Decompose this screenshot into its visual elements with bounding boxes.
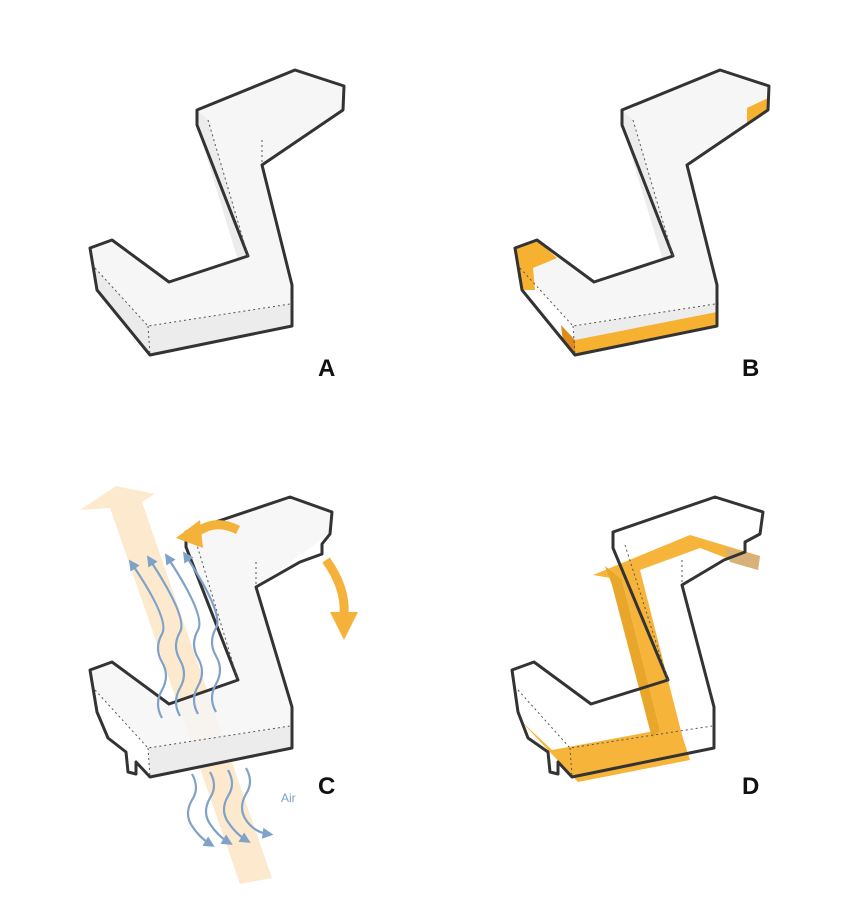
building-outline <box>88 68 346 357</box>
panel-a-building <box>88 68 346 357</box>
building-hidden-edges <box>94 119 291 356</box>
rotate-down-arrow <box>322 557 349 615</box>
building-side-wall <box>90 248 150 355</box>
panel-label-b: B <box>742 355 759 382</box>
building-top-face <box>90 70 344 326</box>
building-outline <box>88 495 334 779</box>
highlight-corner-block <box>725 548 760 570</box>
panel-label-c: C <box>318 773 335 800</box>
air-label: Air <box>281 791 296 805</box>
rotate-down-arrowhead <box>330 612 358 640</box>
panel-label-a: A <box>318 355 335 382</box>
building-hidden-edges <box>517 544 713 778</box>
air-arrow <box>240 767 274 839</box>
building-top-face <box>515 70 769 326</box>
air-arrows-lower <box>186 767 274 847</box>
building-hidden-edges <box>94 541 291 778</box>
highlight-end-block <box>515 240 557 290</box>
highlight-base-corner <box>561 325 575 355</box>
air-arrow <box>186 773 215 847</box>
building-outline <box>513 68 771 357</box>
air-arrow <box>164 553 204 715</box>
panel-label-d: D <box>742 773 759 800</box>
air-arrow <box>128 559 168 719</box>
rotate-left-arrowhead <box>176 520 203 548</box>
air-arrow <box>182 551 222 713</box>
air-arrow <box>204 771 233 845</box>
highlight-base-strip <box>575 312 717 355</box>
panel-c-building <box>88 495 334 779</box>
air-arrow <box>222 769 251 843</box>
airflow-band <box>80 486 272 884</box>
highlight-interior-wall <box>605 566 660 738</box>
panel-d-building <box>510 495 765 782</box>
panel-b-building <box>513 68 771 357</box>
building-hidden-edges <box>519 119 716 356</box>
highlight-top-corner <box>747 98 768 124</box>
air-arrow <box>146 555 186 717</box>
building-front-wall <box>148 726 292 777</box>
building-top-face <box>90 497 332 748</box>
building-outline <box>510 495 765 779</box>
building-front-wall <box>148 304 292 355</box>
air-arrows-upper <box>128 551 222 719</box>
